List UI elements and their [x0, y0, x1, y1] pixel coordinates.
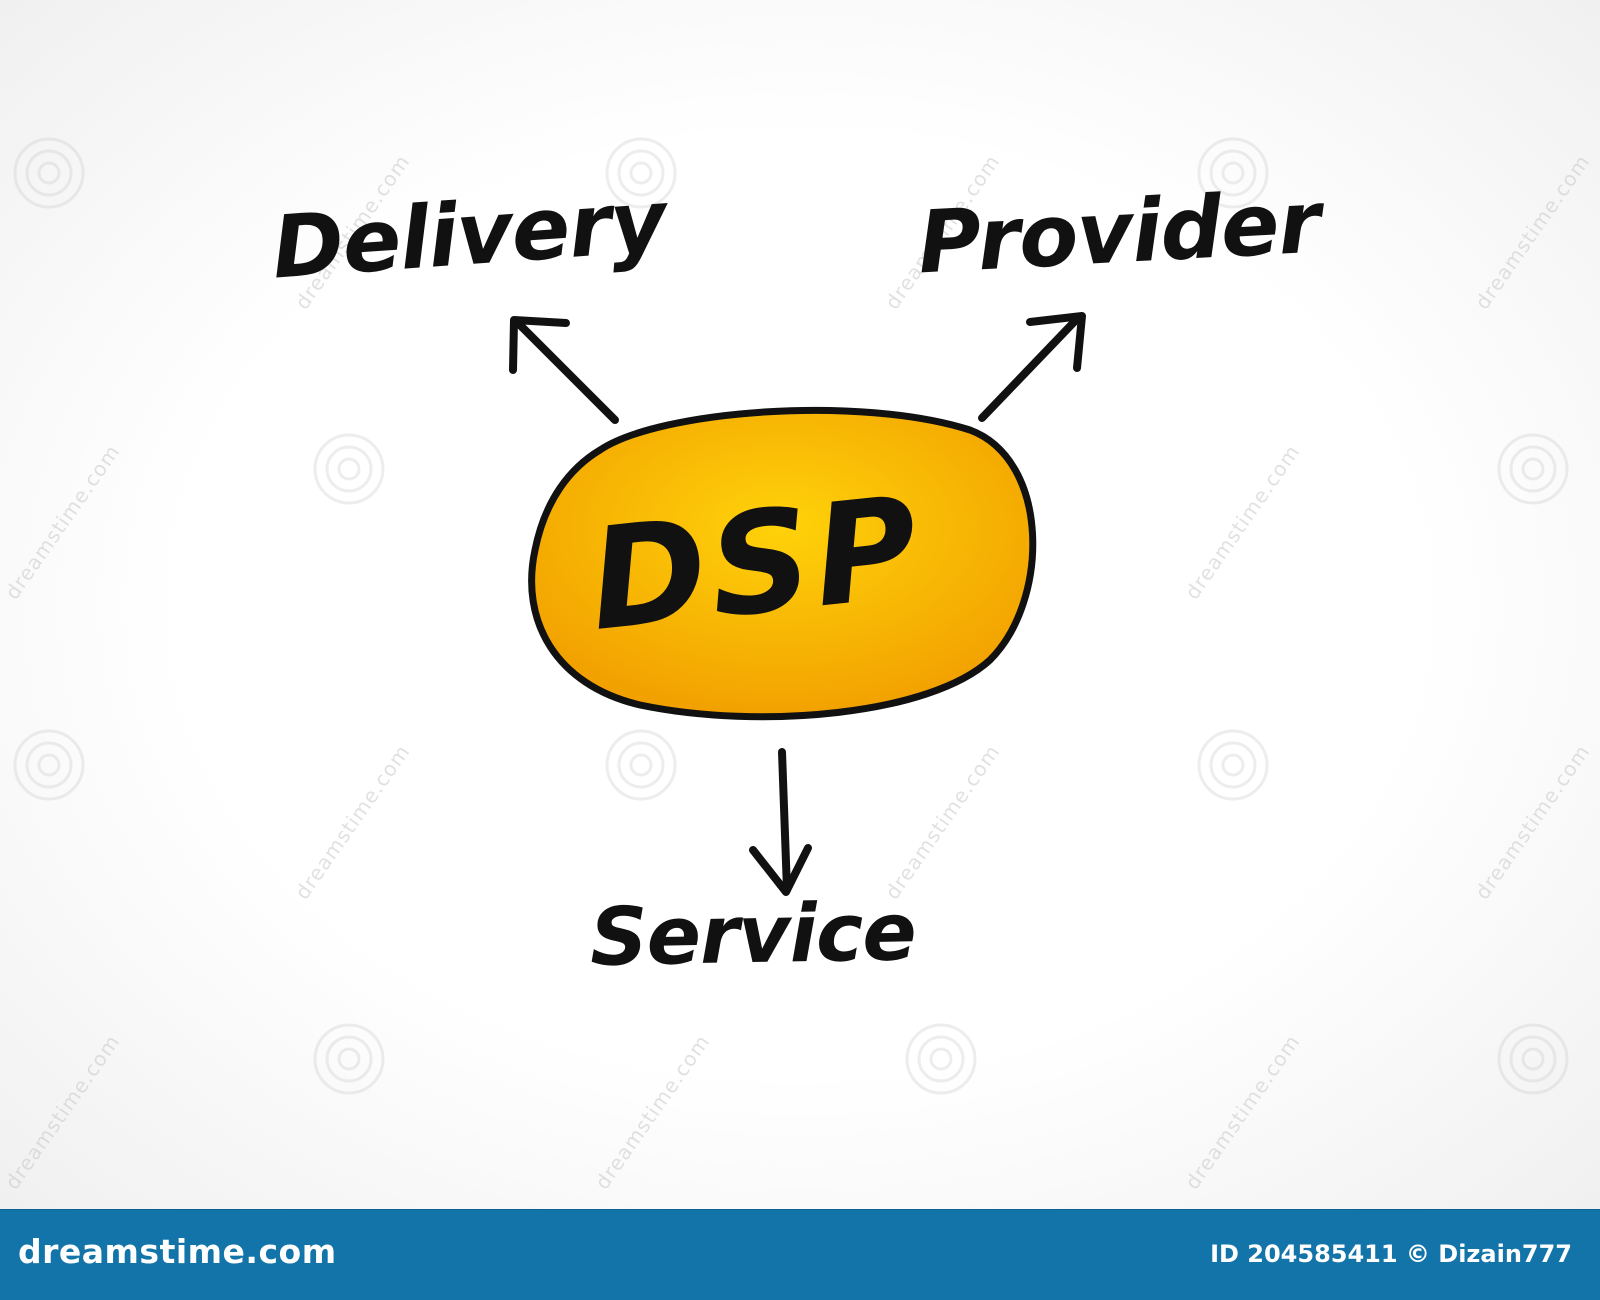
diagram-canvas: dreamstime.com dreamstime.com dreamstime…: [0, 0, 1600, 1209]
node-label-service: Service: [589, 885, 917, 984]
center-label-dsp: DSP: [582, 466, 930, 663]
node-label-provider: Provider: [915, 172, 1323, 294]
center-ellipse: [528, 406, 1037, 721]
arrow-to-service: [749, 748, 812, 896]
node-label-delivery: Delivery: [268, 171, 669, 299]
diagram-graphics: [509, 312, 1086, 896]
arrow-to-provider: [978, 312, 1086, 422]
footer-bar: dreamstime.com ID 204585411 © Dizain777: [0, 1209, 1600, 1300]
footer-brand-logo[interactable]: dreamstime.com: [18, 1232, 337, 1271]
arrow-to-delivery: [509, 316, 619, 424]
footer-image-id: ID 204585411 © Dizain777: [1210, 1240, 1572, 1268]
